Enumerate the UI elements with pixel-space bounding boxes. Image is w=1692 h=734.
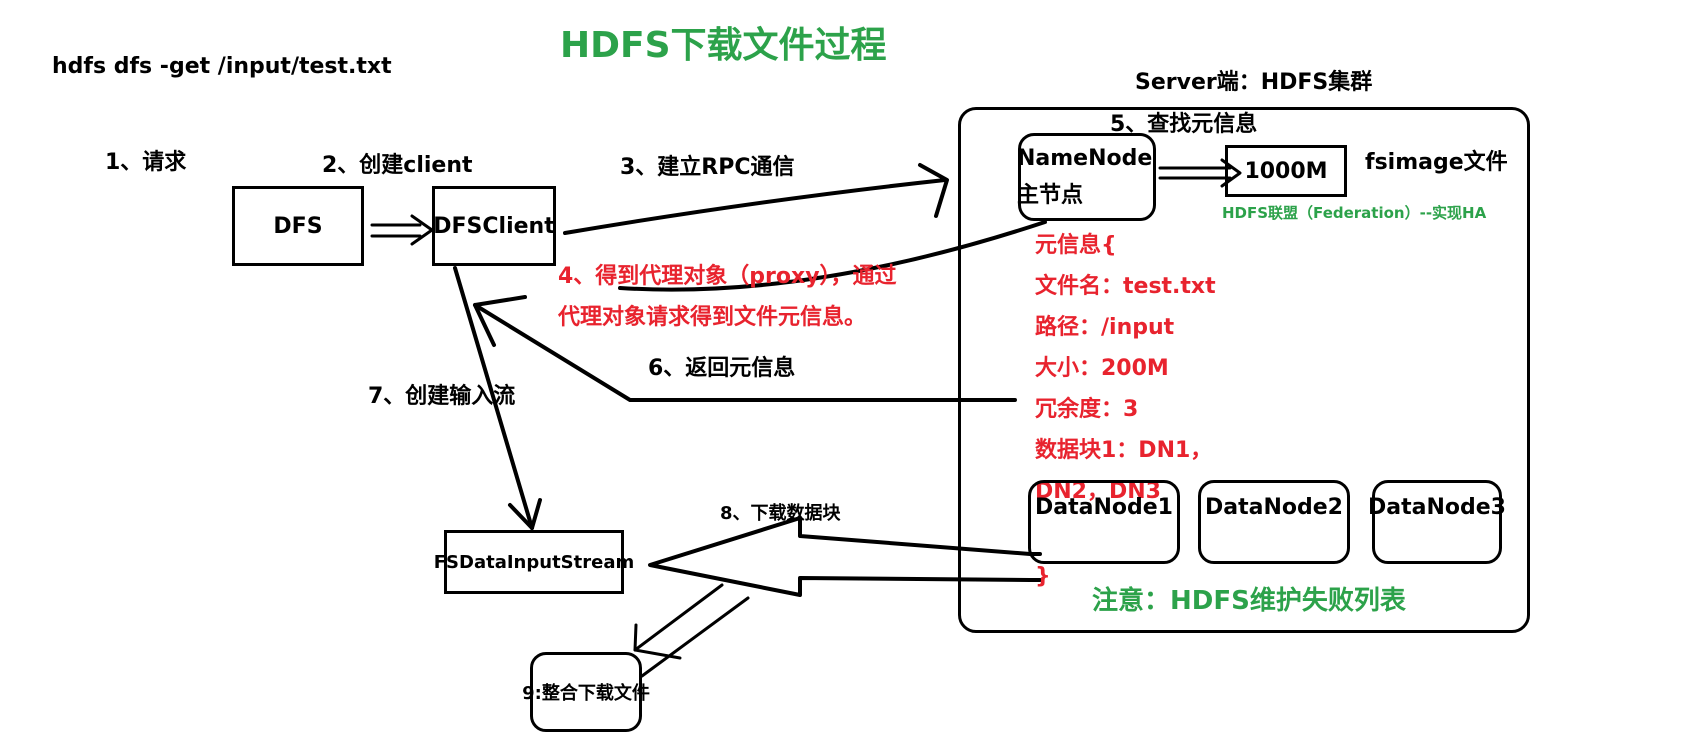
metadata-line-1: 元信息{ — [1035, 233, 1117, 258]
server-label: Server端：HDFS集群 — [1135, 70, 1373, 95]
diagram-title: HDFS下载文件过程 — [560, 25, 887, 66]
dfs-label: DFS — [273, 213, 323, 239]
command-label: hdfs dfs -get /input/test.txt — [52, 54, 392, 79]
merge-box: 9:整合下载文件 — [522, 652, 650, 732]
arrow-return-metadata — [473, 295, 1017, 402]
metadata-line-6: 数据块1：DN1， — [1035, 438, 1213, 463]
dfs-box: DFS — [232, 186, 364, 266]
fsimage-label: fsimage文件 — [1365, 150, 1508, 175]
datanode-2-label: DataNode2 — [1205, 495, 1343, 520]
metadata-line-4: 大小：200M — [1035, 356, 1169, 381]
step-2-label: 2、创建client — [322, 153, 473, 178]
fsdatainputstream-box: FSDataInputStream — [434, 530, 634, 594]
failure-list-note: 注意：HDFS维护失败列表 — [1092, 586, 1406, 616]
fsdatainputstream-label: FSDataInputStream — [433, 551, 635, 573]
datanode-2-box: DataNode2 — [1198, 480, 1350, 564]
dfsclient-label: DFSClient — [433, 213, 555, 239]
metadata-line-2: 文件名：test.txt — [1035, 274, 1216, 299]
namenode-role-label: 主节点 — [1017, 182, 1084, 208]
arrow-dfs-to-client — [370, 214, 434, 246]
curve-proxy — [618, 220, 1047, 292]
namenode-box: NameNode 主节点 — [1017, 133, 1156, 221]
datanode-1-label: DataNode1 — [1035, 495, 1173, 520]
step-5-label: 5、查找元信息 — [1110, 112, 1258, 137]
dfsclient-box: DFSClient — [432, 186, 556, 266]
datanode-3-label: DataNode3 — [1368, 495, 1506, 520]
metadata-line-3: 路径：/input — [1035, 315, 1175, 340]
step-7-label: 7、创建输入流 — [368, 384, 516, 409]
arrow-rpc-to-namenode — [563, 163, 949, 235]
arrow-namenode-to-fsimage — [1158, 158, 1242, 188]
federation-label: HDFS联盟（Federation）--实现HA — [1222, 204, 1487, 222]
fsimage-box: 1000M — [1225, 145, 1347, 197]
namenode-label: NameNode — [1017, 145, 1153, 171]
metadata-line-8: } — [1035, 564, 1051, 589]
metadata-line-5: 冗余度：3 — [1035, 397, 1139, 422]
step-8-label: 8、下载数据块 — [720, 503, 841, 524]
arrow-to-merge — [633, 583, 750, 678]
step-4-label-line1: 4、得到代理对象（proxy），通过 — [558, 264, 897, 289]
step-6-label: 6、返回元信息 — [648, 356, 796, 381]
arrow-download-block — [648, 516, 1042, 597]
datanode-1-box: DataNode1 — [1028, 480, 1180, 564]
step-3-label: 3、建立RPC通信 — [620, 155, 795, 180]
metadata-line-7: DN2，DN3 — [1035, 479, 1161, 504]
step-4-label-line2: 代理对象请求得到文件元信息。 — [558, 305, 867, 330]
arrow-create-stream — [453, 266, 542, 530]
hdfs-cluster-box — [958, 107, 1530, 633]
fsimage-size-label: 1000M — [1244, 158, 1328, 184]
step-1-label: 1、请求 — [105, 150, 187, 175]
merge-label: 9:整合下载文件 — [522, 683, 650, 704]
datanode-3-box: DataNode3 — [1368, 480, 1506, 564]
